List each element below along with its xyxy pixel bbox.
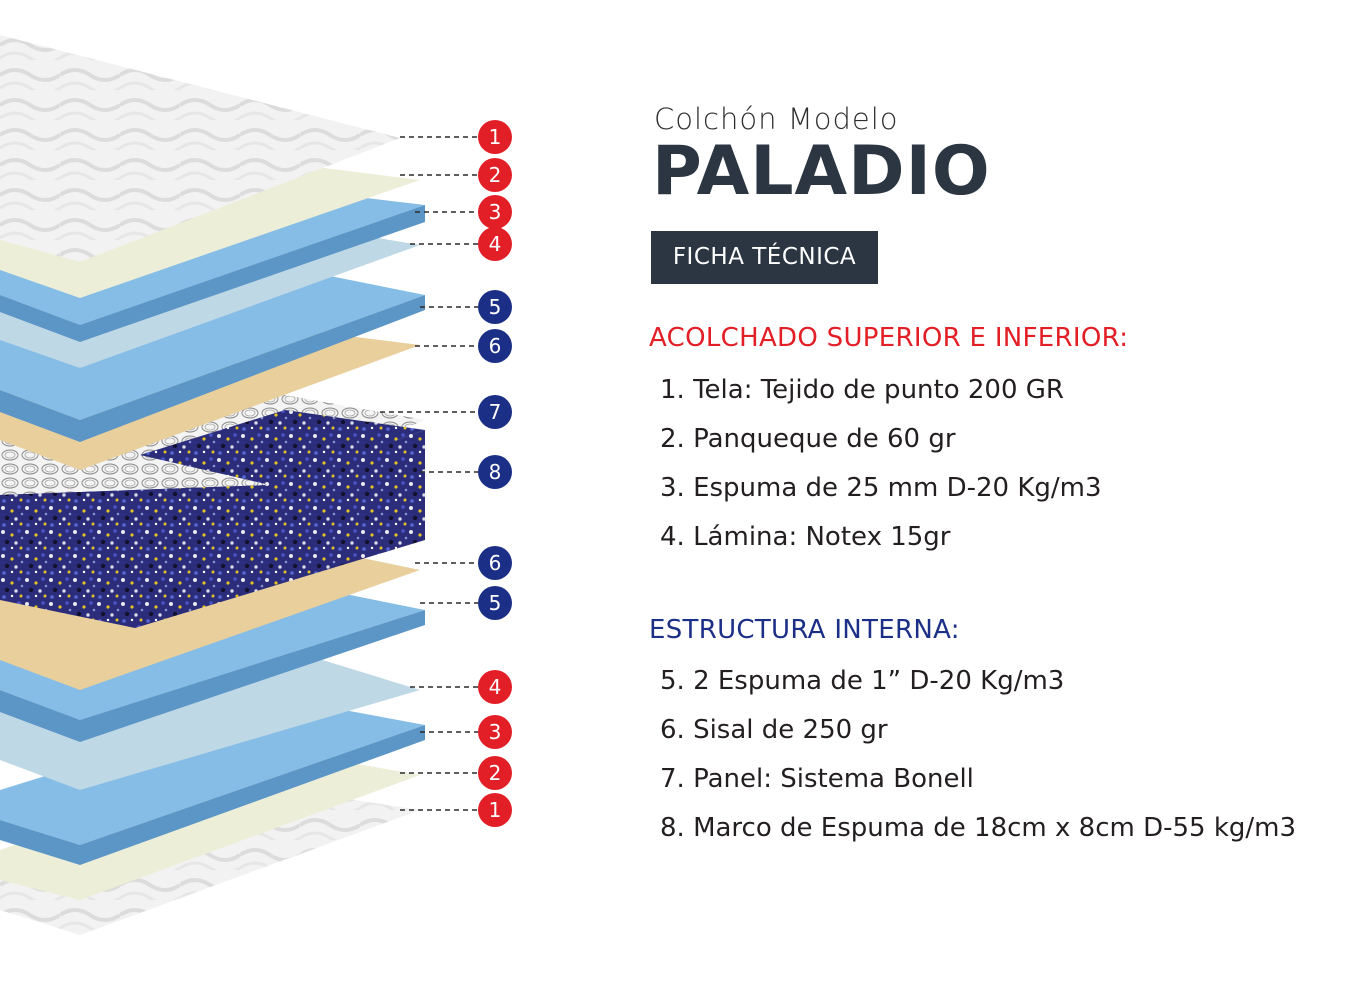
layer-markers: 1 2 3 4 5 6 7 8 6 5 4 3 2 1 <box>478 120 512 827</box>
spec-item: 3. Espuma de 25 mm D-20 Kg/m3 <box>660 473 1102 503</box>
marker-4-bottom: 4 <box>478 670 512 704</box>
marker-6-bottom: 6 <box>478 546 512 580</box>
marker-5-bottom: 5 <box>478 586 512 620</box>
technical-sheet-badge: FICHA TÉCNICA <box>651 231 878 284</box>
foam-frame-inner <box>140 410 425 485</box>
product-subtitle: Colchón Modelo <box>654 102 899 136</box>
svg-text:6: 6 <box>489 334 502 358</box>
marker-3-top: 3 <box>478 195 512 229</box>
model-name: PALADIO <box>652 132 991 211</box>
marker-5-top: 5 <box>478 290 512 324</box>
spec-item: 7. Panel: Sistema Bonell <box>660 764 974 794</box>
spec-list-internal-structure: 5. 2 Espuma de 1” D-20 Kg/m3 6. Sisal de… <box>660 657 1296 853</box>
layer-top-pancake <box>0 165 420 298</box>
spec-item: 1. Tela: Tejido de punto 200 GR <box>660 375 1064 405</box>
marker-8: 8 <box>478 455 512 489</box>
spec-item: 4. Lámina: Notex 15gr <box>660 522 951 552</box>
section-title-internal-structure: ESTRUCTURA INTERNA: <box>649 615 960 645</box>
svg-text:5: 5 <box>489 295 502 319</box>
layer-top-sisal <box>0 330 420 470</box>
spec-item: 2. Panqueque de 60 gr <box>660 424 956 454</box>
marker-1-top: 1 <box>478 120 512 154</box>
svg-text:7: 7 <box>489 400 502 424</box>
section-title-quilting: ACOLCHADO SUPERIOR E INFERIOR: <box>649 323 1129 353</box>
spec-item: 8. Marco de Espuma de 18cm x 8cm D-55 kg… <box>660 813 1297 843</box>
svg-text:2: 2 <box>489 163 502 187</box>
svg-text:2: 2 <box>489 761 502 785</box>
svg-text:4: 4 <box>489 675 502 699</box>
svg-text:5: 5 <box>489 591 502 615</box>
foam-frame-side <box>0 430 425 628</box>
layer-bottom-notex <box>0 650 420 790</box>
svg-text:1: 1 <box>489 798 502 822</box>
svg-text:6: 6 <box>489 551 502 575</box>
mattress-layers-diagram: 1 2 3 4 5 6 7 8 6 5 4 3 2 1 <box>0 35 512 935</box>
layer-top-fabric <box>0 35 400 262</box>
layer-top-foam-1in-top <box>0 270 425 420</box>
marker-2-top: 2 <box>478 158 512 192</box>
layer-bottom-foam-25mm-side <box>0 725 425 865</box>
layer-top-foam-25mm-top <box>0 190 425 325</box>
spec-item: 6. Sisal de 250 gr <box>660 715 888 745</box>
svg-text:4: 4 <box>489 232 502 256</box>
marker-4-top: 4 <box>478 227 512 261</box>
marker-1-bottom: 1 <box>478 793 512 827</box>
svg-text:1: 1 <box>489 125 502 149</box>
marker-2-bottom: 2 <box>478 756 512 790</box>
marker-6-top: 6 <box>478 329 512 363</box>
layer-bottom-fabric <box>0 790 420 935</box>
spec-list-quilting: 1. Tela: Tejido de punto 200 GR 2. Panqu… <box>660 366 1102 562</box>
svg-text:3: 3 <box>489 720 502 744</box>
layer-bottom-pancake <box>0 752 420 900</box>
marker-3-bottom: 3 <box>478 715 512 749</box>
layer-top-foam-1in-side <box>0 295 425 442</box>
svg-text:3: 3 <box>489 200 502 224</box>
marker-7: 7 <box>478 395 512 429</box>
spec-item: 5. 2 Espuma de 1” D-20 Kg/m3 <box>660 666 1065 696</box>
layer-bottom-foam-25mm-top <box>0 700 425 845</box>
svg-text:8: 8 <box>489 460 502 484</box>
layer-bottom-foam-1in-top <box>0 585 425 720</box>
